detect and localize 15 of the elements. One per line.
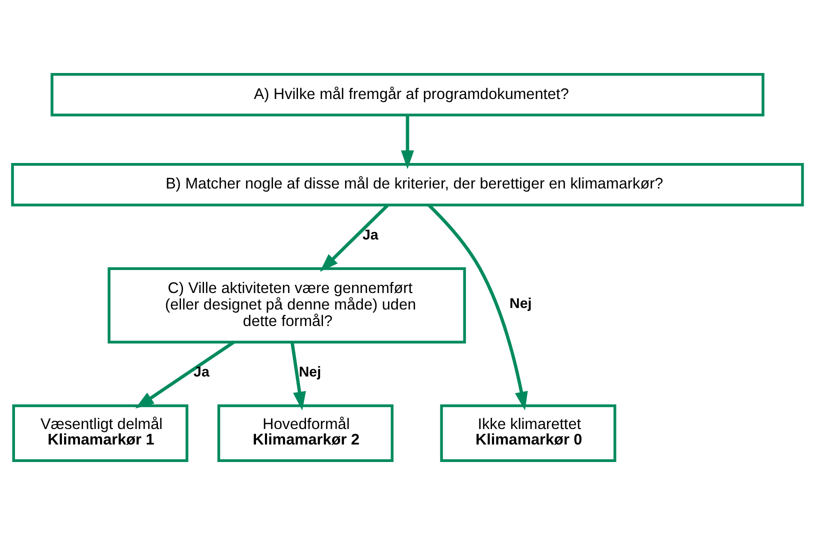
arrow bbox=[290, 342, 306, 410]
node-box: Væsentligt delmål Klimamarkør 1 bbox=[12, 404, 188, 462]
edge-label: Nej bbox=[510, 296, 532, 312]
node-box: Ikke klimarettet Klimamarkør 0 bbox=[440, 404, 616, 462]
node-box: C) Ville aktiviteten være gennemført (eller designet på denne måde) uden dette formål? bbox=[108, 267, 466, 344]
node-box: B) Matcher nogle af disse mål de kriterier, der berettiger en klimamarkør? bbox=[11, 162, 804, 206]
node-box: Hovedformål Klimamarkør 2 bbox=[217, 404, 394, 462]
arrow bbox=[135, 340, 235, 408]
arrow bbox=[320, 204, 389, 272]
arrow bbox=[428, 204, 528, 410]
edge-label: Nej bbox=[298, 364, 322, 381]
node-box: A) Hvilke mål fremgår af programdokumentet? bbox=[50, 73, 764, 116]
arrow bbox=[400, 115, 414, 170]
edge-label: Ja bbox=[362, 227, 378, 244]
edge-label: Ja bbox=[194, 364, 210, 381]
